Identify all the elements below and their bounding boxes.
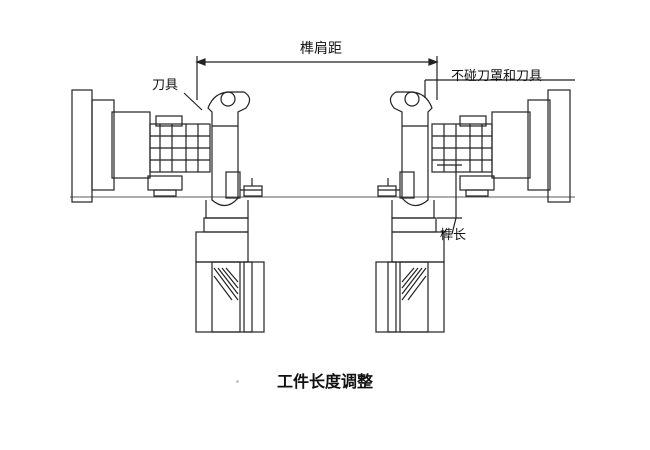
no-touch-label: 不碰刀罩和刀具 (451, 69, 543, 84)
figure-caption: 工件长度调整 (276, 372, 373, 391)
stray-dot (236, 380, 239, 383)
left-machine (71, 89, 265, 333)
tenon-length-label: 榫长 (440, 228, 467, 243)
tenon-shoulder-distance-label: 榫肩距 (300, 41, 342, 57)
right-machine (375, 89, 571, 333)
dimension-lines (183, 56, 575, 235)
tool-label: 刀具 (152, 78, 179, 93)
